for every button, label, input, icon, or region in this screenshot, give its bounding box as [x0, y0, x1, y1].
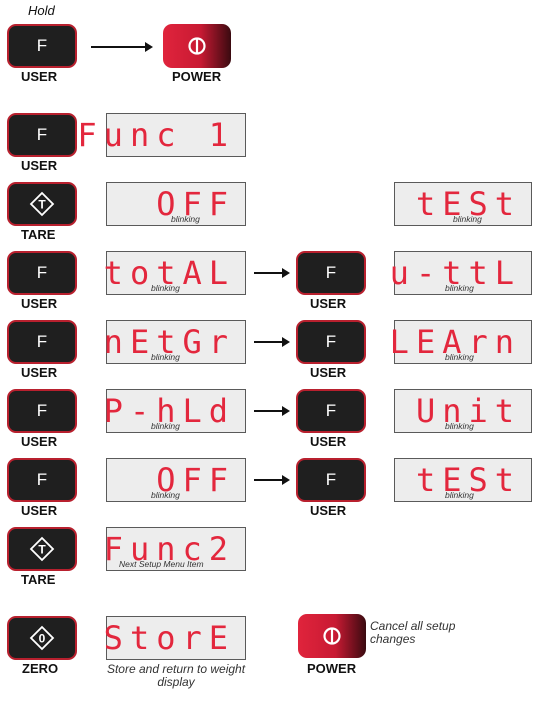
segment-text: Func2: [103, 530, 235, 568]
power-icon: [188, 37, 206, 55]
tare-label: TARE: [21, 572, 56, 587]
blinking-label: blinking: [151, 490, 180, 500]
display-unit: Unit blinking: [394, 389, 532, 433]
tare-key[interactable]: T: [7, 527, 77, 571]
segment-text: tESt: [415, 461, 521, 499]
f-key[interactable]: F: [7, 320, 77, 364]
arrow: [254, 337, 290, 347]
svg-text:T: T: [38, 543, 46, 557]
user-label: USER: [310, 296, 347, 311]
f-key[interactable]: F: [296, 320, 366, 364]
store-note: Store and return to weight display: [106, 662, 246, 689]
arrow: [254, 406, 290, 416]
segment-text: StorE: [103, 619, 235, 657]
blinking-label: blinking: [453, 214, 482, 224]
cancel-note: Cancel all setup changes: [370, 619, 456, 646]
user-label: USER: [21, 296, 58, 311]
user-label: USER: [21, 503, 58, 518]
blinking-label: blinking: [445, 283, 474, 293]
f-key[interactable]: F: [296, 389, 366, 433]
display-netgr: nEtGr blinking: [103, 320, 246, 364]
blinking-label: blinking: [151, 352, 180, 362]
segment-text: LEArn: [389, 323, 521, 361]
display-func1: Func 1: [77, 113, 246, 157]
hold-label: Hold: [28, 3, 55, 18]
segment-text: nEtGr: [103, 323, 235, 361]
f-key[interactable]: F: [7, 389, 77, 433]
user-label: USER: [21, 365, 58, 380]
power-icon: [323, 627, 341, 645]
display-off: OFF blinking: [106, 182, 246, 226]
arrow: [254, 268, 290, 278]
f-key[interactable]: F: [296, 251, 366, 295]
user-label: USER: [310, 365, 347, 380]
tare-key[interactable]: T: [7, 182, 77, 226]
blinking-label: blinking: [151, 283, 180, 293]
zero-icon: 0: [29, 625, 55, 651]
arrow: [91, 42, 153, 52]
tare-icon: T: [29, 536, 55, 562]
blinking-label: blinking: [445, 352, 474, 362]
zero-key[interactable]: 0: [7, 616, 77, 660]
display-learn: LEArn blinking: [390, 320, 532, 364]
display-store: StorE: [103, 616, 246, 660]
user-label: USER: [21, 69, 58, 84]
user-label: USER: [310, 434, 347, 449]
arrow: [254, 475, 290, 485]
display-uttl: u-ttL blinking: [390, 251, 532, 295]
blinking-label: blinking: [445, 421, 474, 431]
power-button[interactable]: [163, 24, 231, 68]
power-label: POWER: [307, 661, 357, 676]
user-label: USER: [310, 503, 347, 518]
display-phld: P-hLd blinking: [103, 389, 246, 433]
display-func2: Func2 Next Setup Menu Item: [103, 527, 246, 571]
display-total: totAL blinking: [103, 251, 246, 295]
segment-text: OFF: [156, 461, 235, 499]
svg-text:0: 0: [39, 632, 46, 646]
user-label: USER: [21, 158, 58, 173]
f-key[interactable]: F: [7, 458, 77, 502]
blinking-label: blinking: [151, 421, 180, 431]
blinking-label: blinking: [445, 490, 474, 500]
power-button[interactable]: [298, 614, 366, 658]
f-key[interactable]: F: [7, 251, 77, 295]
segment-text: Func 1: [77, 116, 235, 154]
segment-text: u-ttL: [389, 254, 521, 292]
segment-text: totAL: [103, 254, 235, 292]
segment-text: Unit: [415, 392, 521, 430]
segment-text: tESt: [415, 185, 521, 223]
next-setup-label: Next Setup Menu Item: [119, 559, 204, 569]
segment-text: OFF: [156, 185, 235, 223]
tare-icon: T: [29, 191, 55, 217]
segment-text: P-hLd: [103, 392, 235, 430]
tare-label: TARE: [21, 227, 56, 242]
display-test-2: tESt blinking: [394, 458, 532, 502]
f-key[interactable]: F: [7, 113, 77, 157]
f-key[interactable]: F: [296, 458, 366, 502]
svg-text:T: T: [38, 198, 46, 212]
display-off-2: OFF blinking: [106, 458, 246, 502]
blinking-label: blinking: [171, 214, 200, 224]
display-test: tESt blinking: [394, 182, 532, 226]
power-label: POWER: [172, 69, 222, 84]
f-key[interactable]: F: [7, 24, 77, 68]
user-label: USER: [21, 434, 58, 449]
zero-label: ZERO: [22, 661, 59, 676]
